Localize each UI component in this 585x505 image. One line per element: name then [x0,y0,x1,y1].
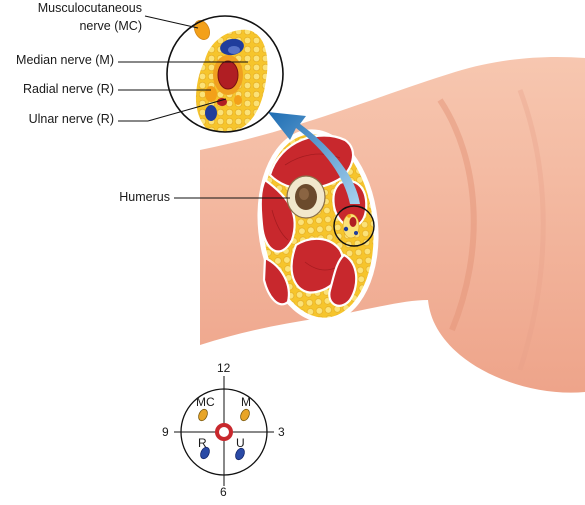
label-musculocutaneous-line1: Musculocutaneous [37,1,142,15]
label-median-nerve: Median nerve (M) [16,53,114,67]
mc-nerve-marker [198,408,208,422]
zoom-arrow [268,112,360,204]
clock-label-u: U [236,436,245,450]
zoom-inset [166,15,284,133]
r-nerve-marker [200,446,210,460]
label-radial-nerve: Radial nerve (R) [22,82,114,96]
clock-12: 12 [217,361,231,375]
label-humerus: Humerus [119,190,170,204]
leader-lines [118,15,290,199]
humerus-bone [286,175,326,219]
neurovascular-bundle [333,205,375,247]
clock-6: 6 [220,485,227,499]
clock-diagram [174,376,274,486]
clock-label-m: M [241,395,251,409]
clock-label-r: R [198,436,207,450]
label-musculocutaneous-line2: nerve (MC) [79,19,142,33]
clock-3: 3 [278,425,285,439]
label-ulnar-nerve: Ulnar nerve (R) [28,112,114,126]
clock-9: 9 [162,425,169,439]
u-nerve-marker [235,447,245,461]
clock-label-mc: MC [196,395,215,409]
m-nerve-marker [240,408,250,422]
